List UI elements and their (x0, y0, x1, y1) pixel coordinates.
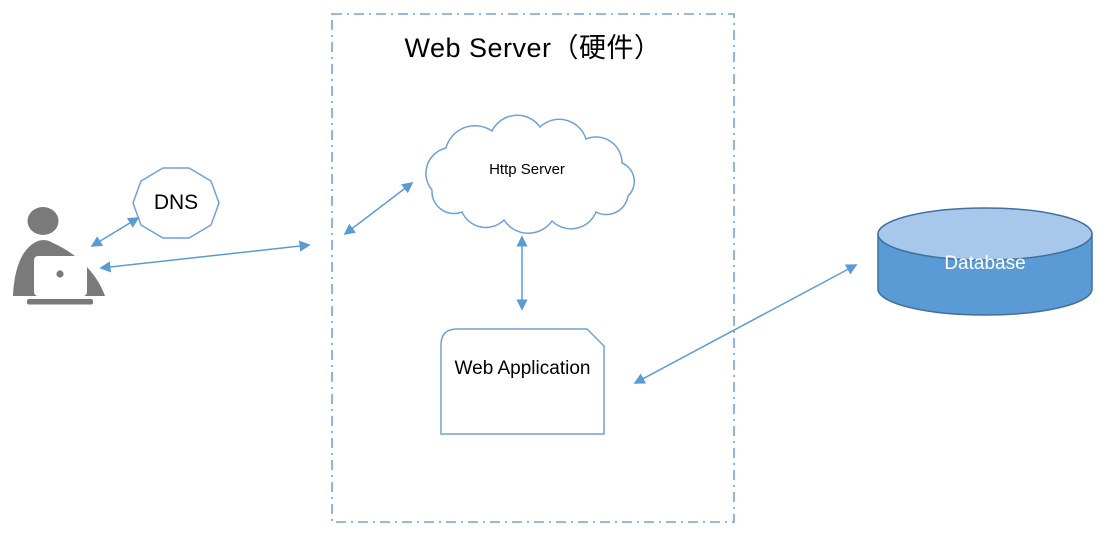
dns-decagon-shape (132, 167, 220, 239)
laptop-base (27, 299, 93, 305)
web-application-label: Web Application (454, 358, 591, 379)
http-server-cloud-shape (425, 114, 635, 234)
web-server-boundary-box (331, 13, 735, 523)
web-server-boundary-title: Web Server（硬件） (404, 33, 662, 63)
arrow-webapplication-database (633, 264, 858, 384)
arrow-user-dns (90, 217, 140, 247)
database-cylinder-top (877, 207, 1093, 261)
dns-label: DNS (153, 191, 199, 214)
http-server-label: Http Server (489, 161, 565, 178)
database-cylinder-shape (877, 207, 1093, 316)
arrow-user-webserver (99, 240, 311, 273)
arrow-boundary-httpserver (343, 181, 414, 236)
laptop-dot (56, 270, 64, 278)
database-label: Database (944, 253, 1026, 274)
person-head (27, 207, 59, 235)
web-application-card-shape (440, 328, 605, 435)
user-person-icon (13, 207, 105, 305)
